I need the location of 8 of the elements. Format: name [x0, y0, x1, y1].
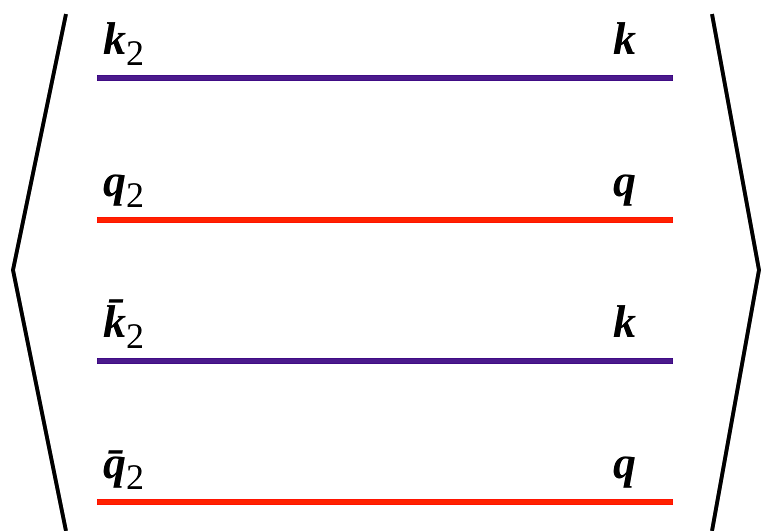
momentum-label: q [613, 440, 636, 486]
momentum-label: k̄$_{2}$ [103, 299, 144, 354]
momentum-label: k [613, 16, 636, 62]
momentum-label: q [613, 158, 636, 204]
momentum-label: k [613, 299, 636, 345]
momentum-label: k$_{2}$ [103, 16, 144, 71]
momentum-label: q$_{2}$ [103, 158, 144, 213]
momentum-label: q̄$_{2}$ [103, 440, 144, 495]
